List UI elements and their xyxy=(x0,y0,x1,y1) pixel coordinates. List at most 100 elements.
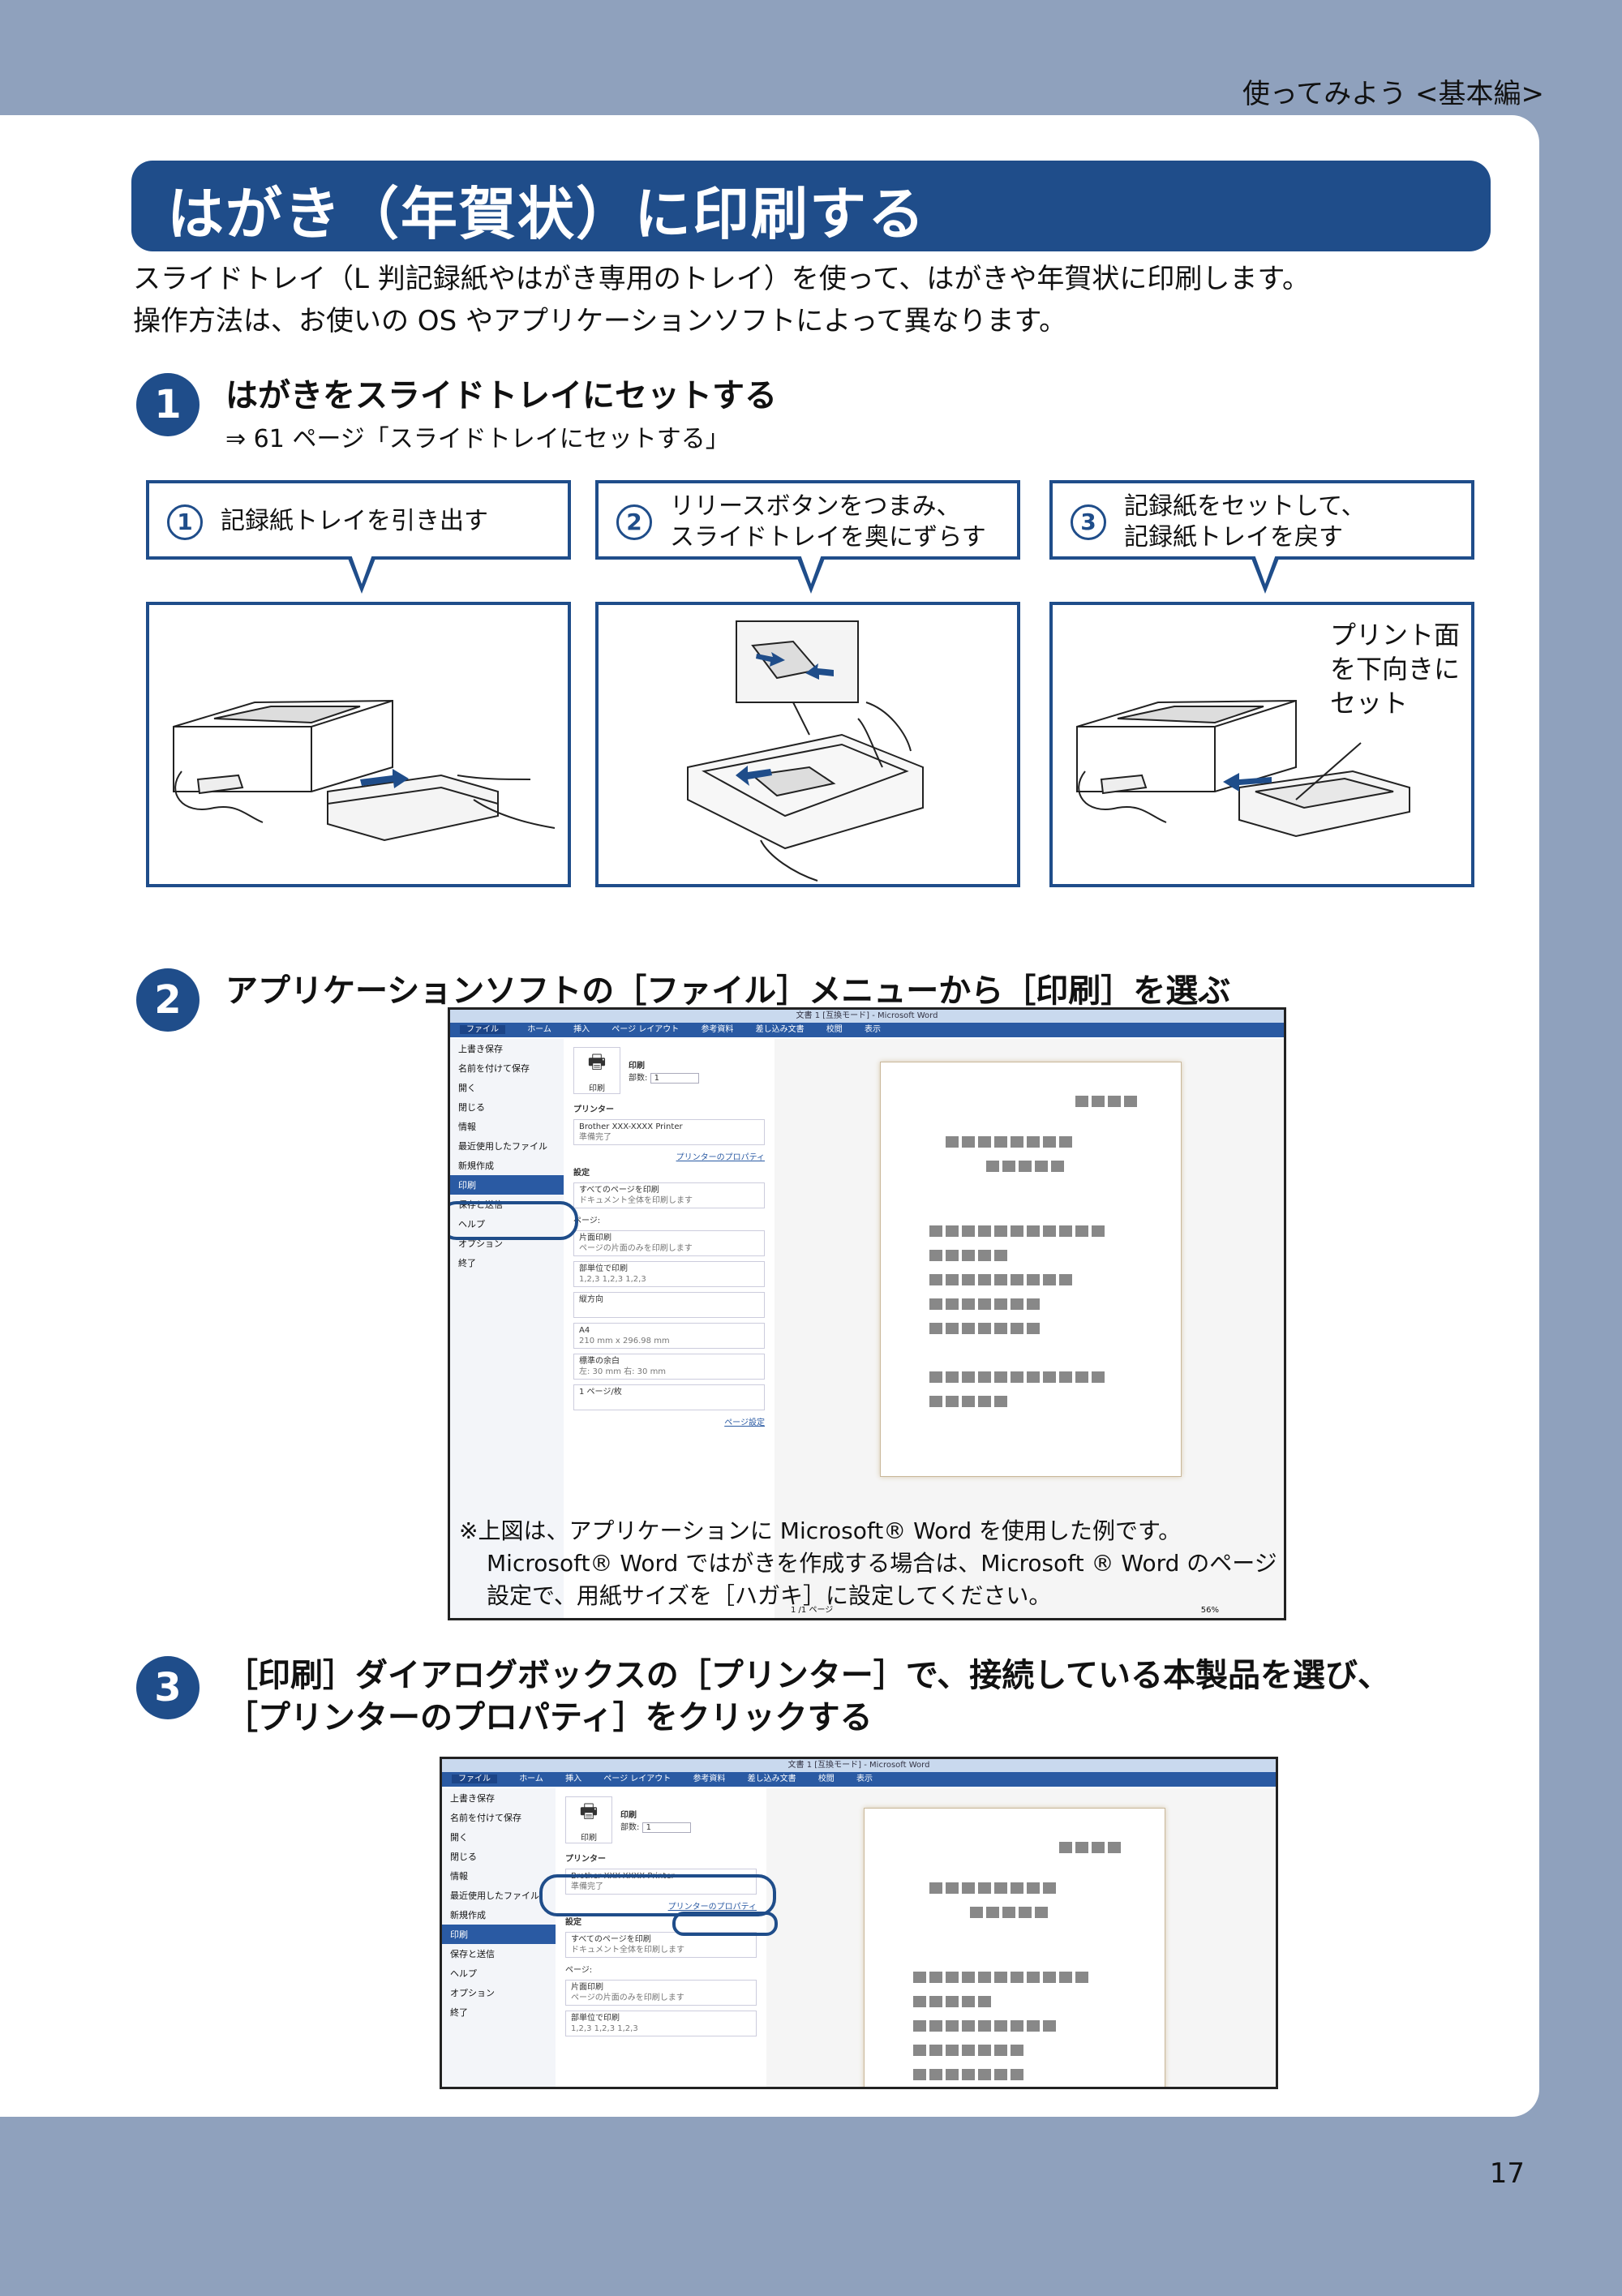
callout-3: 3 記録紙をセットして、 記録紙トレイを戻す xyxy=(1049,480,1474,594)
setting-pages-2[interactable]: すべてのページを印刷ドキュメント全体を印刷します xyxy=(565,1932,757,1958)
ribbon-tab-layout-2[interactable]: ページ レイアウト xyxy=(603,1775,672,1783)
word-print-screenshot-1: 文書 1 [互換モード] - Microsoft Word ファイル ホーム 挿… xyxy=(448,1007,1286,1620)
copies-label-2: 部数: xyxy=(620,1822,640,1832)
ribbon-tab-references-2[interactable]: 参考資料 xyxy=(693,1775,726,1783)
menu-open-2[interactable]: 開く xyxy=(450,1832,468,1843)
copies-input-2[interactable]: 1 xyxy=(642,1822,691,1833)
callout-3-text: 記録紙をセットして、 記録紙トレイを戻す xyxy=(1124,491,1366,553)
illustration-set-paper: プリント面 を下向きに セット xyxy=(1049,602,1474,887)
printer-select[interactable]: Brother XXX-XXXX Printer 準備完了 xyxy=(573,1119,765,1145)
page-title: はがき（年賀状）に印刷する xyxy=(167,181,926,247)
setting-collate-sub-2: 1,2,3 1,2,3 1,2,3 xyxy=(571,2024,638,2033)
menu-print[interactable]: 印刷 xyxy=(450,1175,564,1195)
setting-sides-main-2: 片面印刷 xyxy=(571,1983,603,1992)
printer-heading: プリンター xyxy=(573,1105,614,1114)
menu-save-2[interactable]: 上書き保存 xyxy=(450,1793,495,1804)
menu-options[interactable]: オプション xyxy=(458,1238,503,1249)
word-ribbon: ファイル ホーム 挿入 ページ レイアウト 参考資料 差し込み文書 校閲 表示 xyxy=(450,1023,1284,1037)
printer-heading-2: プリンター xyxy=(565,1855,606,1864)
printer-properties-link[interactable]: プリンターのプロパティ xyxy=(676,1153,765,1162)
ribbon-tab-home[interactable]: ホーム xyxy=(527,1025,551,1034)
menu-info-2[interactable]: 情報 xyxy=(450,1871,468,1882)
menu-close-2[interactable]: 閉じる xyxy=(450,1852,477,1862)
menu-help-2[interactable]: ヘルプ xyxy=(450,1968,477,1979)
ribbon-tab-view-2[interactable]: 表示 xyxy=(856,1775,873,1783)
callout-2-text: リリースボタンをつまみ、 スライドトレイを奥にずらす xyxy=(670,491,986,553)
menu-exit[interactable]: 終了 xyxy=(458,1258,476,1268)
copies-input[interactable]: 1 xyxy=(650,1072,699,1084)
print-heading: 印刷 xyxy=(629,1061,645,1071)
menu-open[interactable]: 開く xyxy=(458,1083,476,1093)
setting-sides-2[interactable]: 片面印刷ページの片面のみを印刷します xyxy=(565,1980,757,2006)
title-bar: はがき（年賀状）に印刷する xyxy=(131,161,1491,251)
highlight-printer-properties xyxy=(672,1912,778,1936)
setting-pages[interactable]: すべてのページを印刷ドキュメント全体を印刷します xyxy=(573,1182,765,1208)
note-line-1: ※上図は、アプリケーションに Microsoft® Word を使用した例です。 xyxy=(459,1517,1182,1544)
ribbon-tab-insert-2[interactable]: 挿入 xyxy=(565,1775,582,1783)
step-3-title: ［印刷］ダイアログボックスの［プリンター］で、接続している本製品を選び、 ［プリ… xyxy=(225,1654,1390,1739)
ribbon-tab-view[interactable]: 表示 xyxy=(865,1025,881,1034)
setting-pages-per-sheet[interactable]: 1 ページ/枚 xyxy=(573,1384,765,1410)
menu-print-2[interactable]: 印刷 xyxy=(442,1925,556,1944)
menu-recent-2[interactable]: 最近使用したファイル xyxy=(450,1890,539,1901)
callout-1-number: 1 xyxy=(167,504,203,540)
printer-properties-link-2[interactable]: プリンターのプロパティ xyxy=(667,1903,757,1912)
step-1-reference: ⇒ 61 ページ「スライドトレイにセットする」 xyxy=(225,425,730,453)
ribbon-tab-layout[interactable]: ページ レイアウト xyxy=(611,1025,680,1034)
intro-text: スライドトレイ（L 判記録紙やはがき専用のトレイ）を使って、はがきや年賀状に印刷… xyxy=(133,258,1310,342)
page-setup-link[interactable]: ページ設定 xyxy=(724,1418,765,1427)
ribbon-tab-references[interactable]: 参考資料 xyxy=(701,1025,734,1034)
menu-save-send-2[interactable]: 保存と送信 xyxy=(450,1949,495,1959)
menu-save-as[interactable]: 名前を付けて保存 xyxy=(458,1063,530,1074)
print-heading-2: 印刷 xyxy=(620,1810,637,1820)
zoom-level[interactable]: 56% xyxy=(1200,1606,1219,1615)
release-arrow-icon xyxy=(756,652,785,667)
setting-collate-sub: 1,2,3 1,2,3 1,2,3 xyxy=(579,1275,646,1284)
release-arrow-icon-2 xyxy=(805,663,834,680)
print-button-2[interactable]: 🖶 印刷 xyxy=(565,1796,612,1843)
step-3-number: 3 xyxy=(136,1656,200,1719)
setting-orientation-main: 縦方向 xyxy=(579,1295,603,1304)
menu-exit-2[interactable]: 終了 xyxy=(450,2007,468,2018)
setting-orientation[interactable]: 縦方向 xyxy=(573,1292,765,1318)
ribbon-tab-review-2[interactable]: 校閲 xyxy=(817,1775,835,1783)
ribbon-tab-review[interactable]: 校閲 xyxy=(826,1025,843,1034)
step-1-title: はがきをスライドトレイにセットする xyxy=(225,377,777,414)
step-1-number: 1 xyxy=(136,373,200,436)
menu-options-2[interactable]: オプション xyxy=(450,1988,495,1998)
page-navigator[interactable]: 1 /1 ページ xyxy=(791,1606,834,1615)
menu-help[interactable]: ヘルプ xyxy=(458,1219,485,1230)
setting-pages-per-sheet-main: 1 ページ/枚 xyxy=(579,1388,622,1397)
setting-pages-sub: ドキュメント全体を印刷します xyxy=(579,1196,693,1205)
printer-icon: 🖶 xyxy=(587,1050,607,1073)
menu-new-2[interactable]: 新規作成 xyxy=(450,1910,486,1920)
print-button[interactable]: 🖶 印刷 xyxy=(573,1047,620,1094)
ribbon-tab-mailings[interactable]: 差し込み文書 xyxy=(755,1025,805,1034)
menu-new[interactable]: 新規作成 xyxy=(458,1161,494,1171)
menu-save[interactable]: 上書き保存 xyxy=(458,1044,503,1054)
ribbon-tab-file-2[interactable]: ファイル xyxy=(452,1775,497,1783)
setting-sides[interactable]: 片面印刷ページの片面のみを印刷します xyxy=(573,1230,765,1256)
setting-collate-main-2: 部単位で印刷 xyxy=(571,2014,620,2023)
menu-close[interactable]: 閉じる xyxy=(458,1102,485,1113)
print-button-label: 印刷 xyxy=(589,1084,605,1093)
ribbon-tab-home-2[interactable]: ホーム xyxy=(519,1775,543,1783)
printer-status: 準備完了 xyxy=(579,1133,611,1142)
copies-label: 部数: xyxy=(629,1073,648,1083)
ribbon-tab-mailings-2[interactable]: 差し込み文書 xyxy=(747,1775,796,1783)
menu-recent[interactable]: 最近使用したファイル xyxy=(458,1141,547,1152)
setting-margins[interactable]: 標準の余白左: 30 mm 右: 30 mm xyxy=(573,1354,765,1380)
word-print-screenshot-2: 文書 1 [互換モード] - Microsoft Word ファイル ホーム 挿… xyxy=(440,1757,1278,2089)
menu-info[interactable]: 情報 xyxy=(458,1122,476,1132)
settings-heading-2: 設定 xyxy=(565,1918,581,1927)
callout-3-line-1: 記録紙をセットして、 xyxy=(1124,492,1366,521)
menu-save-as-2[interactable]: 名前を付けて保存 xyxy=(450,1813,521,1823)
ribbon-tab-insert[interactable]: 挿入 xyxy=(573,1025,590,1034)
printer-icon-2: 🖶 xyxy=(579,1800,599,1822)
ribbon-tab-file[interactable]: ファイル xyxy=(460,1025,505,1034)
callout-2-pointer xyxy=(796,555,826,594)
setting-margins-sub: 左: 30 mm 右: 30 mm xyxy=(579,1367,667,1376)
